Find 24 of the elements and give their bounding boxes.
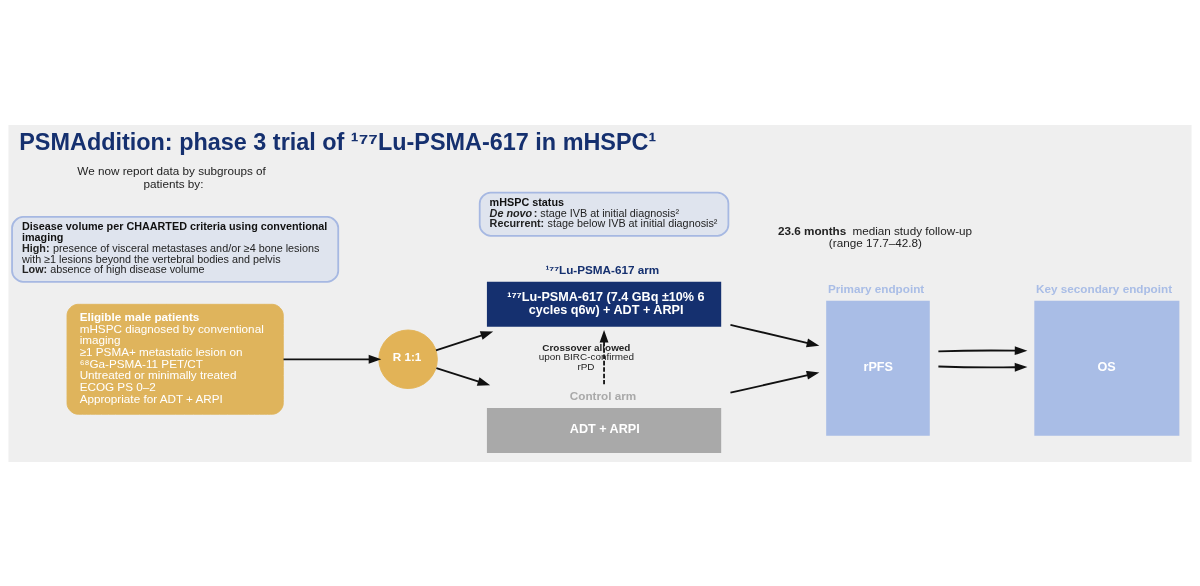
node-box: Disease volume per CHAARTED criteria using conventional imaging High: presence of visceral metastases and/or ≥4 bone lesions with ≥1 lesions beyond the vertebral bodies and pelvis Low: absence of high disease volume xyxy=(11,215,340,283)
arrow xyxy=(282,354,382,364)
arrow xyxy=(729,370,820,394)
arrow xyxy=(937,345,1028,355)
arrow xyxy=(599,329,609,385)
arrow xyxy=(937,362,1028,372)
node-label: ¹⁷⁷Lu-PSMA-617 arm xyxy=(545,262,660,276)
node-box: Eligible male patients mHSPC diagnosed by conventional imaging ≥1 PSMA+ metastatic lesion on ⁶⁸Ga-PSMA-11 PET/CT Untreated or minimally treated ECOG PS 0–2 Appropriate for ADT + ARPI xyxy=(66,303,284,415)
node-box: ¹⁷⁷Lu-PSMA-617 (7.4 GBq ±10% 6 cycles q6w) + ADT + ARPI xyxy=(486,281,722,327)
node-box: ADT + ARPI xyxy=(486,407,722,453)
arrow xyxy=(729,323,820,347)
diagram-title: PSMAddition: phase 3 trial of ¹⁷⁷Lu-PSMA-617 in mHSPC¹ xyxy=(19,128,657,155)
node-circle: R 1:1 xyxy=(378,329,438,389)
arrow xyxy=(435,366,491,386)
edge-label: Crossover allowed upon BIRC-confirmed rPD xyxy=(538,341,634,372)
label: We now report data by subgroups of patients by: xyxy=(77,163,266,190)
label: 23.6 months median study follow-up (range 17.7–42.8) xyxy=(777,223,973,249)
node-label: Control arm xyxy=(569,388,637,402)
node-box: mHSPC status De novo: stage IVB at initial diagnosis² Recurrent: stage below IVB at initial diagnosis² xyxy=(478,191,730,237)
node-label: Primary endpoint xyxy=(827,281,925,295)
node-box: rPFS xyxy=(826,300,930,436)
arrow xyxy=(435,330,494,351)
node-box: OS xyxy=(1034,300,1180,436)
node-label: Key secondary endpoint xyxy=(1036,281,1173,295)
